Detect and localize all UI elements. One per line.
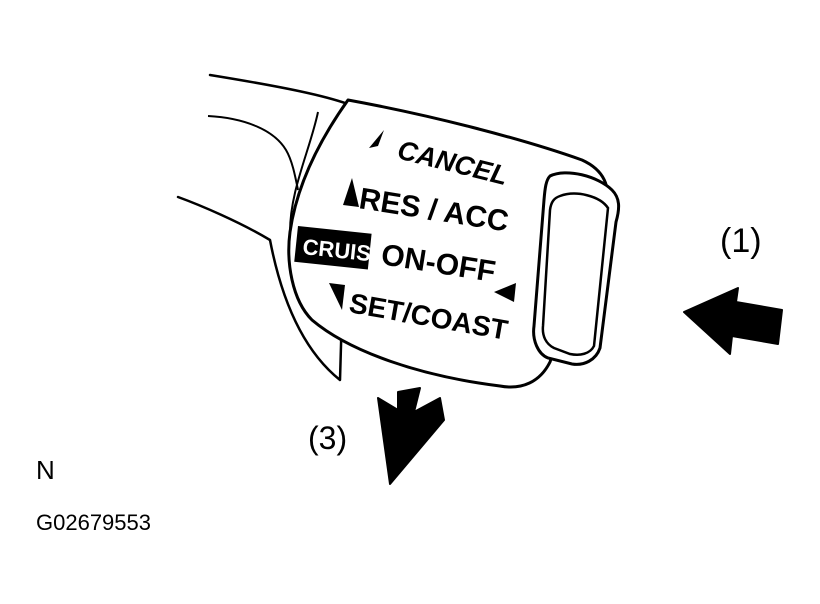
triangle-indicator-icon [369, 130, 384, 148]
callout-1-label: (1) [720, 222, 762, 260]
footer-letter: N [36, 455, 55, 485]
stalk-inner-line [207, 115, 299, 191]
switch-head-contour [289, 111, 319, 233]
triangle-indicator-icon [494, 283, 516, 302]
triangle-indicator-icon [329, 283, 345, 310]
arrow-left-icon [683, 287, 783, 355]
callout-3-label: (3) [308, 420, 348, 456]
triangle-indicator-icon [343, 178, 359, 207]
arrow-down-left-icon [377, 387, 445, 485]
figure-code: G02679553 [36, 510, 151, 535]
cruise-badge [294, 226, 372, 270]
end-button-face [541, 192, 610, 356]
